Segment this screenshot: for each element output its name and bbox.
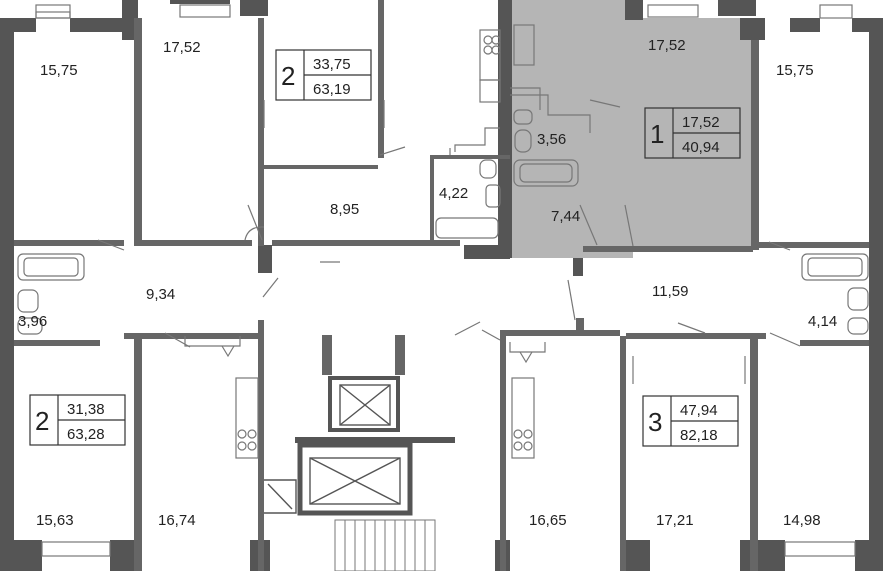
apartment-badge-a2[interactable]: 1 17,52 40,94 [644,107,741,159]
room-label: 16,74 [158,512,196,529]
room-label: 15,63 [36,512,74,529]
room-label: 11,59 [652,283,688,300]
room-label: 15,75 [40,62,78,79]
apartment-living-area: 47,94 [680,402,718,419]
apartment-total-area: 63,19 [313,81,351,98]
room-label: 15,75 [776,62,814,79]
room-label: 14,98 [783,512,821,529]
room-label: 3,56 [537,131,566,148]
room-label: 8,95 [330,201,359,218]
highlight-area-kitchen [510,0,633,258]
apartment-badge-a3[interactable]: 2 31,38 63,28 [29,394,126,446]
apartment-badge-a1[interactable]: 2 33,75 63,19 [275,49,372,101]
room-label: 9,34 [146,286,175,303]
room-label: 16,65 [529,512,567,529]
room-label: 17,21 [656,512,694,529]
room-label: 3,96 [18,313,47,330]
apartment-total-area: 82,18 [680,427,718,444]
stairs [334,519,436,571]
apartment-living-area: 33,75 [313,56,351,73]
apartment-living-area: 17,52 [682,114,720,131]
apartment-room-count: 3 [648,407,662,437]
room-label: 4,22 [439,185,468,202]
interior-walls [14,0,869,571]
room-label: 17,52 [648,37,686,54]
room-label: 17,52 [163,39,201,56]
room-label: 7,44 [551,208,580,225]
apartment-total-area: 40,94 [682,139,720,156]
elevator-core [264,376,413,516]
apartment-room-count: 1 [650,119,664,149]
room-label: 4,14 [808,313,837,330]
apartment-room-count: 2 [35,406,49,436]
fixture-lines [17,4,869,557]
apartment-total-area: 63,28 [67,426,105,443]
apartment-room-count: 2 [281,61,295,91]
apartment-living-area: 31,38 [67,401,105,418]
apartment-badge-a4[interactable]: 3 47,94 82,18 [642,395,739,447]
room-labels: 15,75 17,52 17,52 15,75 3,56 8,95 4,22 7… [18,37,837,529]
